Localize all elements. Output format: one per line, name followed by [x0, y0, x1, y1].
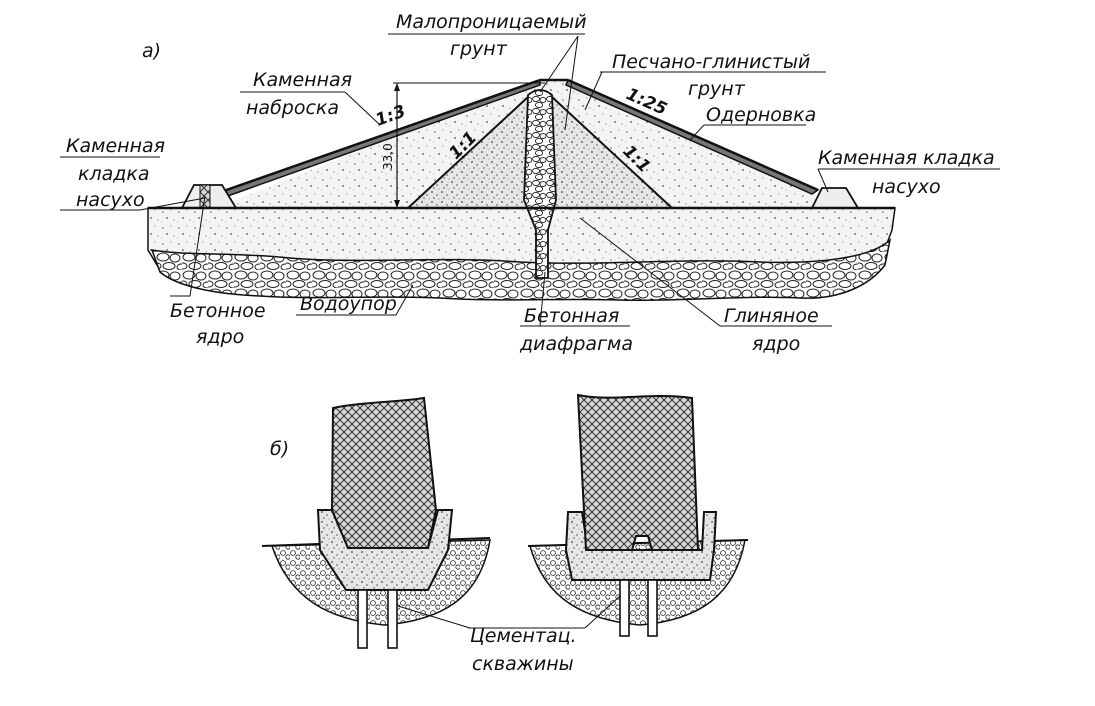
- label-grout-holes-2: скважины: [472, 653, 574, 675]
- leader-lines-a: [60, 33, 1000, 327]
- label-clay-core-2: ядро: [752, 333, 800, 355]
- label-stone-riprap-2: наброска: [246, 97, 339, 119]
- label-concrete-diaphragm: Бетонная: [524, 305, 619, 327]
- label-low-permeable-soil: Малопроницаемый: [396, 11, 587, 33]
- diaphragm-detail-left: [261, 396, 491, 649]
- label-dry-masonry-right-2: насухо: [872, 176, 941, 198]
- aquiclude-gravel-layer: [150, 237, 892, 302]
- concrete-diaphragm: [523, 89, 557, 279]
- label-dry-masonry-right: Каменная кладка: [818, 147, 995, 169]
- label-concrete-core-2: ядро: [196, 326, 244, 348]
- label-dry-masonry-left-2: кладка: [78, 163, 150, 185]
- label-sandy-clay-soil: Песчано-глинистый: [612, 51, 810, 73]
- label-dry-masonry-left-3: насухо: [76, 189, 145, 211]
- panel-label-a: а): [142, 40, 161, 62]
- dry-masonry-right: [810, 187, 860, 209]
- panel-label-b: б): [270, 438, 289, 460]
- label-concrete-core: Бетонное: [170, 300, 266, 322]
- label-dry-masonry-left: Каменная: [66, 135, 165, 157]
- diaphragm-detail-right: [527, 393, 749, 637]
- label-turfing: Одерновка: [706, 104, 816, 126]
- label-aquiclude: Водоупор: [300, 293, 397, 315]
- height-value: 33,0: [381, 143, 395, 170]
- label-clay-core: Глиняное: [724, 305, 819, 327]
- leader-lines-b: [397, 595, 621, 629]
- slope-upstream: 1:3: [373, 101, 408, 130]
- label-low-permeable-soil-2: грунт: [450, 38, 508, 60]
- label-stone-riprap: Каменная: [253, 69, 352, 91]
- label-concrete-diaphragm-2: диафрагма: [519, 333, 633, 355]
- label-grout-holes: Цементац.: [470, 625, 577, 647]
- label-sandy-clay-soil-2: грунт: [688, 78, 746, 100]
